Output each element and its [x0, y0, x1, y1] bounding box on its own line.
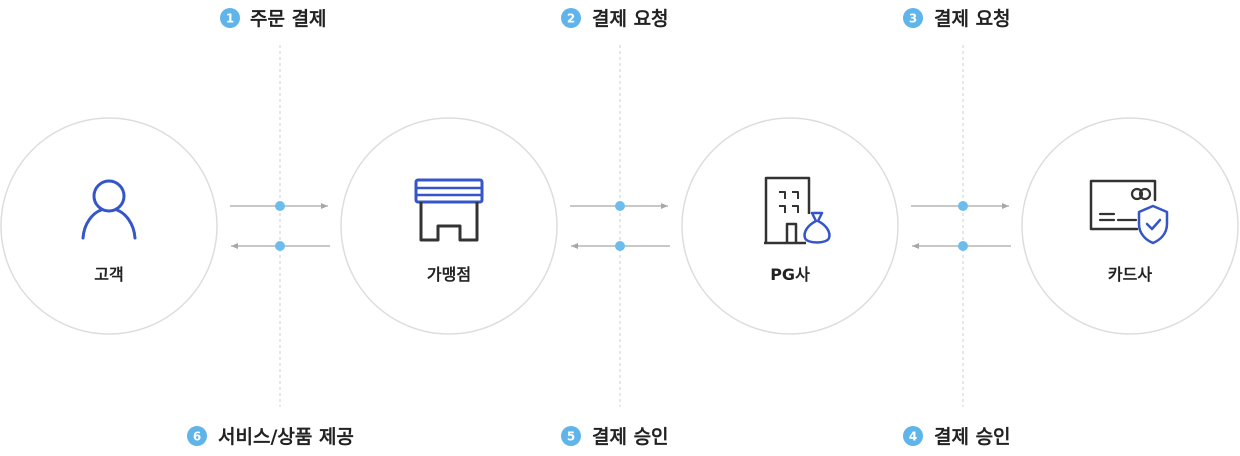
step-number: 6	[193, 430, 201, 444]
step-badge	[187, 426, 207, 446]
step-badge	[561, 8, 581, 28]
step-label: 결제 요청	[934, 8, 1011, 30]
step-label: 결제 승인	[934, 426, 1011, 448]
step-number: 1	[226, 12, 234, 26]
step-bottom-5: 5 결제 승인	[561, 426, 669, 448]
step-label: 결제 승인	[592, 426, 669, 448]
step-badge	[220, 8, 240, 28]
node-label-card-company: 카드사	[1108, 265, 1152, 284]
node-label-merchant: 가맹점	[427, 265, 471, 284]
step-top-2: 2 결제 요청	[561, 8, 669, 30]
flow-dot	[615, 241, 625, 251]
building-moneybag-icon	[764, 176, 831, 245]
node-label-pg: PG사	[770, 265, 810, 284]
step-badge	[903, 8, 923, 28]
node-circle-customer	[0, 117, 218, 335]
credit-card-shield-icon	[1089, 179, 1169, 245]
flow-dots	[275, 201, 968, 251]
step-number: 5	[567, 430, 575, 444]
step-bottom-6: 6 서비스/상품 제공	[187, 426, 354, 448]
step-bottom-4: 4 결제 승인	[903, 426, 1011, 448]
flow-dot	[958, 201, 968, 211]
step-label: 주문 결제	[250, 8, 327, 30]
node-circle-pg	[681, 117, 899, 335]
node-label-customer: 고객	[94, 265, 123, 284]
node-circle-card	[1021, 117, 1239, 335]
step-number: 2	[567, 12, 575, 26]
step-badge	[561, 426, 581, 446]
store-icon	[414, 178, 484, 242]
flow-dot	[275, 241, 285, 251]
flow-dot	[615, 201, 625, 211]
step-label: 서비스/상품 제공	[218, 426, 354, 448]
step-label: 결제 요청	[592, 8, 669, 30]
flow-dot	[958, 241, 968, 251]
connector-lines	[279, 45, 964, 407]
person-icon	[81, 179, 137, 240]
step-badge	[903, 426, 923, 446]
step-top-3: 3 결제 요청	[903, 8, 1011, 30]
step-number: 3	[909, 12, 917, 26]
step-number: 4	[909, 430, 917, 444]
flow-dot	[275, 201, 285, 211]
step-top-1: 1 주문 결제	[220, 8, 327, 30]
